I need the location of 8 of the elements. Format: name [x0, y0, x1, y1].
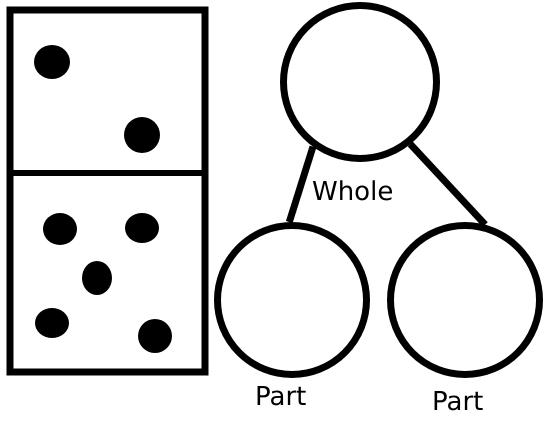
- whole-circle: [280, 2, 440, 162]
- connector-line: [408, 142, 488, 228]
- part-label: Part: [255, 382, 306, 412]
- part-circle: [387, 222, 543, 378]
- part-circle: [214, 222, 370, 378]
- connector-line: [286, 146, 316, 224]
- whole-label: Whole: [312, 177, 394, 207]
- part-label: Part: [432, 387, 484, 417]
